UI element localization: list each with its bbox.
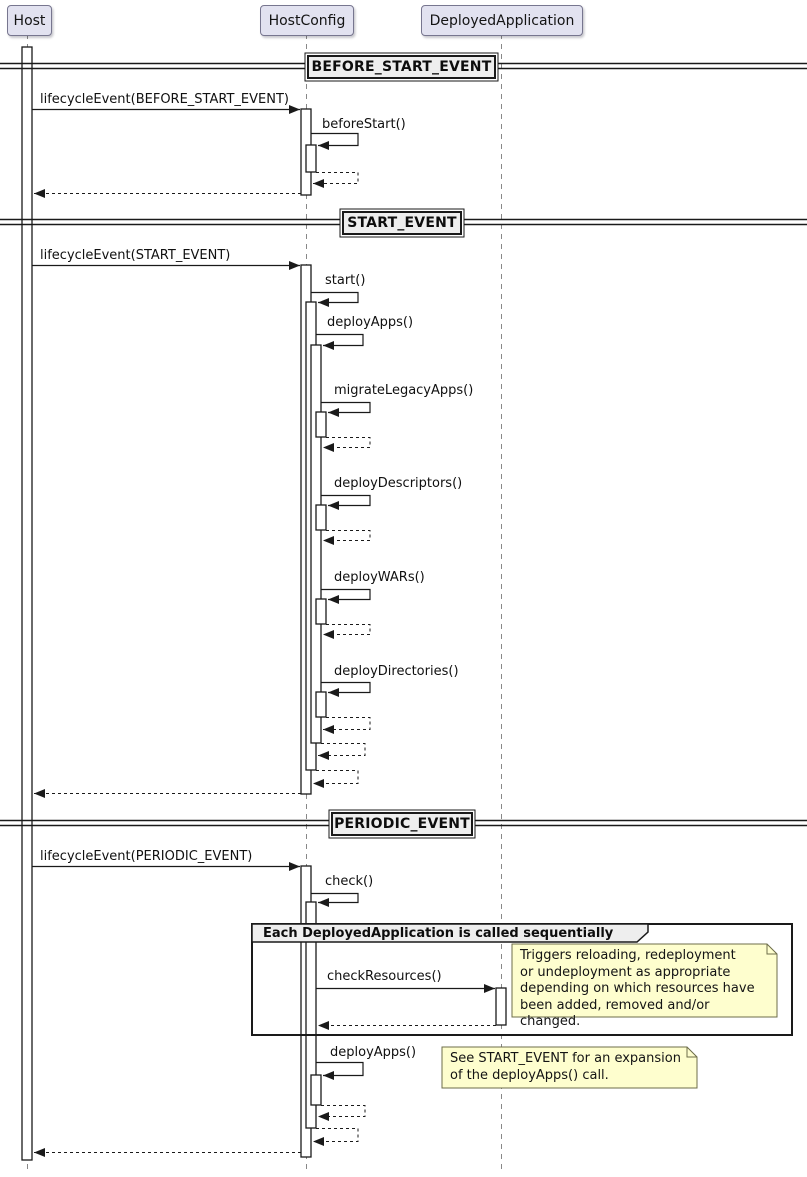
arrow-deployApps-return: [318, 743, 366, 760]
activation-hostconfig-bs-2: [305, 144, 317, 173]
note-check-resources: [511, 943, 778, 1018]
participant-hostconfig-label: HostConfig: [268, 12, 346, 29]
arrow-check-return: [313, 1128, 359, 1146]
fragment-title: Each DeployedApplication is called seque…: [263, 926, 614, 941]
activation-hostconfig-st-migrate: [315, 411, 327, 438]
arrow-deployDescriptors-call: [321, 494, 371, 510]
activation-hostconfig-st-directories: [315, 691, 327, 718]
message-checkResources: checkResources(): [327, 969, 442, 984]
message-migrateLegacyApps: migrateLegacyApps(): [334, 383, 474, 398]
message-deployDescriptors: deployDescriptors(): [334, 476, 463, 491]
message-lifecycle-before-start: lifecycleEvent(BEFORE_START_EVENT): [40, 92, 289, 107]
message-deployApps-pe: deployApps(): [330, 1045, 417, 1060]
message-lifecycle-periodic: lifecycleEvent(PERIODIC_EVENT): [40, 849, 253, 864]
message-start: start(): [325, 273, 366, 288]
arrow-check-call: [311, 892, 359, 907]
arrow-migrateLegacyApps-call: [321, 401, 371, 417]
arrow-deployDirectories-call: [321, 681, 371, 697]
divider-before-start-event: BEFORE_START_EVENT: [307, 55, 496, 79]
message-deployApps-st: deployApps(): [327, 315, 414, 330]
note-deploy-apps-text: See START_EVENT for an expansion of the …: [450, 1051, 681, 1083]
note-check-resources-text: Triggers reloading, redeployment or unde…: [520, 948, 755, 1029]
participant-deployedapplication-label: DeployedApplication: [429, 12, 575, 29]
arrow-deployApps-pe-call: [316, 1061, 364, 1080]
arrow-migrateLegacyApps-return: [323, 437, 371, 452]
activation-hostconfig-pe-3: [310, 1074, 322, 1106]
message-deployDirectories: deployDirectories(): [334, 664, 459, 679]
message-beforeStart: beforeStart(): [322, 117, 406, 132]
activation-deployedapplication: [495, 987, 507, 1026]
arrow-beforeStart-return: [313, 172, 359, 188]
arrow-start-return: [313, 770, 359, 788]
arrow-deployDescriptors-return: [323, 530, 371, 545]
divider-periodic-event-label: PERIODIC_EVENT: [334, 816, 470, 832]
participant-hostconfig: HostConfig: [260, 5, 354, 36]
divider-periodic-event: PERIODIC_EVENT: [331, 812, 473, 836]
note-check-resources-fold: [766, 944, 777, 955]
message-lifecycle-start: lifecycleEvent(START_EVENT): [40, 248, 231, 263]
divider-start-event: START_EVENT: [342, 211, 462, 235]
fragment-title-tab: [251, 923, 649, 943]
arrow-beforeStart-call: [311, 132, 359, 150]
arrow-deployApps-call: [316, 333, 364, 350]
arrow-deployApps-pe-return: [318, 1105, 366, 1121]
divider-before-start-event-label: BEFORE_START_EVENT: [311, 59, 492, 75]
activation-hostconfig-st-3: [310, 344, 322, 744]
activation-hostconfig-st-descriptors: [315, 504, 327, 531]
note-deploy-apps: [441, 1046, 698, 1089]
arrow-deployWARs-return: [323, 624, 371, 639]
divider-start-event-label: START_EVENT: [347, 215, 457, 231]
message-deployWARs: deployWARs(): [334, 570, 425, 585]
activation-hostconfig-st-wars: [315, 598, 327, 625]
activation-hostconfig-pe-2: [305, 901, 317, 1129]
participant-deployedapplication: DeployedApplication: [421, 5, 583, 36]
arrow-deployWARs-call: [321, 588, 371, 604]
participant-host: Host: [7, 5, 52, 36]
arrow-start-call: [311, 291, 359, 307]
note-deploy-apps-fold: [686, 1047, 697, 1058]
arrow-deployDirectories-return: [323, 717, 371, 734]
message-check: check(): [325, 874, 374, 889]
participant-host-label: Host: [13, 12, 46, 29]
activation-host: [21, 46, 33, 1161]
